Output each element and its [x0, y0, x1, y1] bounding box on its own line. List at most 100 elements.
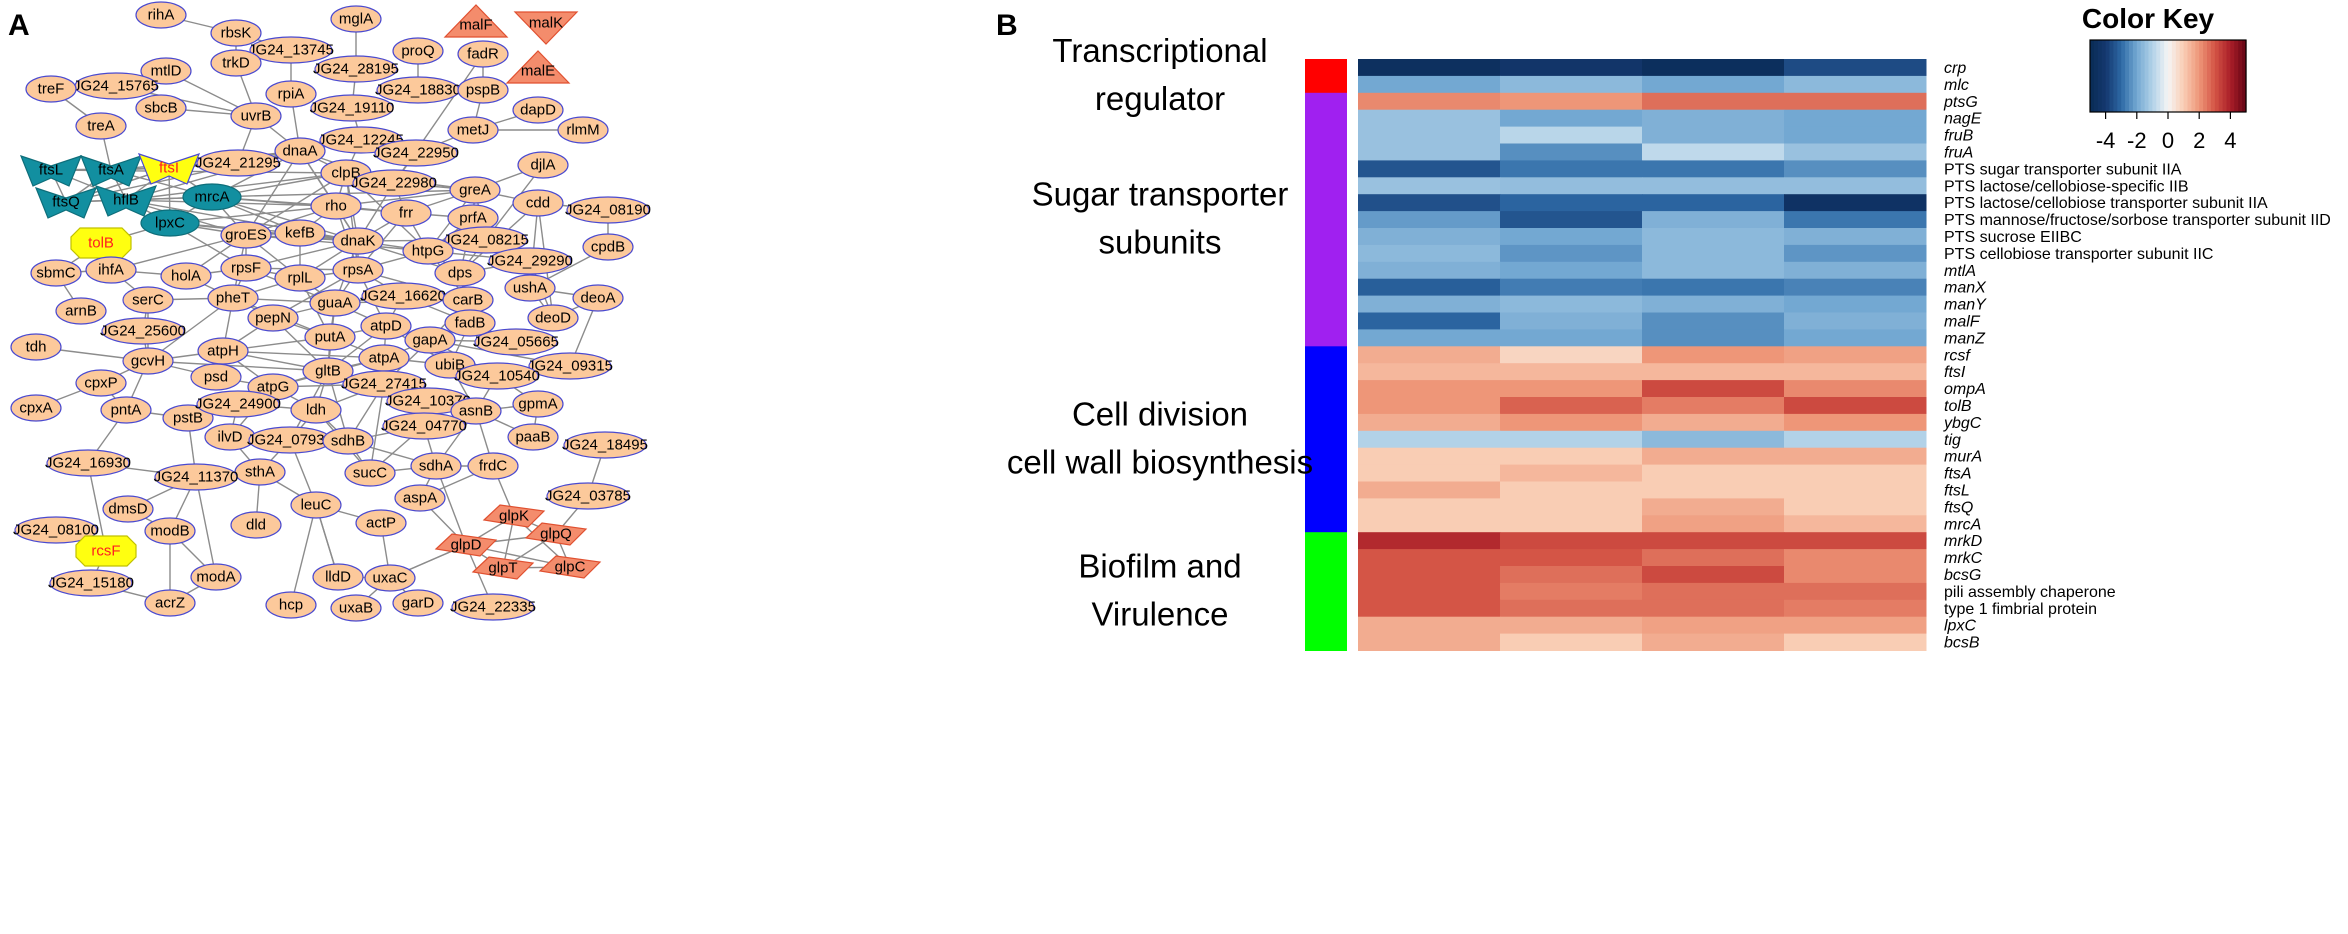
color-key-segment	[2191, 40, 2196, 112]
node-shape	[566, 196, 650, 224]
network-node: lpxC	[140, 209, 200, 237]
node-shape	[546, 482, 630, 510]
heatmap-cell	[1500, 346, 1643, 364]
network-node: dnaA	[274, 137, 326, 165]
node-label: JG24_12245	[318, 132, 404, 149]
heatmap-cell	[1500, 447, 1643, 466]
network-node: JG24_15765	[73, 72, 159, 100]
node-label: JG24_10370	[385, 393, 471, 410]
network-node: asnB	[450, 397, 502, 425]
heatmap-cell	[1784, 413, 1927, 432]
node-shape	[94, 185, 158, 217]
node-shape	[290, 491, 342, 519]
node-shape	[355, 509, 407, 537]
heatmap-row-label: fruA	[1944, 144, 1973, 161]
heatmap-row-label: bcsB	[1944, 635, 1980, 652]
node-label: gapA	[412, 332, 447, 349]
network-node: sdhA	[410, 452, 462, 480]
node-shape	[444, 226, 528, 254]
network-node: JG24_22980	[351, 169, 437, 197]
color-key-segment	[2218, 40, 2224, 112]
node-label: treF	[38, 81, 65, 98]
heatmap-row-label: mrcA	[1944, 516, 1981, 533]
heatmap-cell	[1784, 599, 1927, 618]
network-node: JG24_09315	[527, 352, 613, 380]
node-shape	[230, 102, 282, 130]
node-shape	[322, 427, 374, 455]
node-label: sdhA	[419, 458, 453, 475]
heatmap-cell	[1642, 633, 1785, 651]
network-node: atpA	[358, 344, 410, 372]
node-shape	[210, 49, 262, 77]
node-label: ihfA	[98, 262, 124, 279]
color-key-segment	[2168, 40, 2173, 112]
node-label: lpxC	[155, 215, 185, 232]
network-node: rcsF	[75, 535, 137, 567]
node-label: lldD	[325, 569, 351, 586]
node-shape	[100, 396, 152, 424]
network-node: dps	[434, 259, 486, 287]
heatmap-cell	[1358, 177, 1501, 195]
network-node: treA	[75, 112, 127, 140]
node-shape	[471, 556, 535, 580]
node-shape	[196, 149, 280, 177]
node-label: JG24_11370	[154, 469, 239, 486]
heatmap-cell	[1784, 194, 1927, 212]
heatmap-cell	[1500, 75, 1643, 94]
node-shape	[140, 57, 192, 85]
node-shape	[34, 187, 98, 219]
heatmap-cell	[1642, 59, 1785, 77]
heatmap-cell	[1358, 143, 1501, 161]
node-shape	[447, 116, 499, 144]
node-label: atpA	[369, 350, 400, 367]
network-node: pepN	[247, 304, 299, 332]
node-label: ldh	[306, 402, 326, 419]
heatmap-cell	[1358, 599, 1501, 618]
color-key-segment	[2234, 40, 2239, 112]
heatmap-row-label: PTS cellobiose transporter subunit IIC	[1944, 246, 2213, 263]
heatmap-cell	[1784, 59, 1927, 77]
heatmap-cell	[1642, 532, 1785, 550]
heatmap-cell	[1500, 59, 1643, 77]
heatmap-cell	[1358, 616, 1501, 635]
category-label-line: Biofilm and	[1078, 547, 1241, 584]
heatmap-cell	[1358, 413, 1501, 432]
heatmap-cell	[1500, 211, 1643, 229]
network-node: glpQ	[524, 522, 588, 546]
color-key-segment	[2160, 40, 2165, 112]
network-node: dapD	[512, 96, 564, 124]
heatmap-cell	[1358, 329, 1501, 347]
node-shape	[527, 304, 579, 332]
network-node: JG24_24900	[195, 390, 281, 418]
node-label: deoD	[535, 310, 571, 327]
node-label: groES	[225, 227, 267, 244]
node-label: JG24_18495	[562, 437, 648, 454]
node-label: htpG	[412, 243, 445, 260]
network-node: dnaK	[332, 227, 384, 255]
heatmap-cell	[1500, 515, 1643, 533]
heatmap-cell	[1358, 498, 1501, 516]
category-label-line: Transcriptional	[1052, 32, 1267, 69]
node-shape	[290, 396, 342, 424]
color-key-segment	[2203, 40, 2208, 112]
heatmap-cell	[1642, 211, 1785, 229]
heatmap-cell	[1784, 160, 1927, 178]
node-label: aspA	[403, 490, 437, 507]
network-node: gltB	[302, 357, 354, 385]
network-edge	[195, 476, 217, 578]
network-node: deoA	[572, 284, 624, 312]
heatmap-row-label: tig	[1944, 432, 1961, 449]
node-label: glpT	[488, 560, 517, 577]
node-label: rpsF	[231, 260, 261, 277]
color-key-segment	[2148, 40, 2153, 112]
node-label: proQ	[401, 43, 434, 60]
network-node: tdh	[10, 333, 62, 361]
node-shape	[249, 36, 333, 64]
panel-a-letter: A	[8, 9, 30, 42]
network-node: rbsK	[210, 19, 262, 47]
heatmap-row-label: manY	[1944, 297, 1987, 314]
node-label: acrZ	[155, 595, 185, 612]
node-shape	[10, 333, 62, 361]
node-label: sbcB	[144, 100, 177, 117]
node-shape	[247, 304, 299, 332]
